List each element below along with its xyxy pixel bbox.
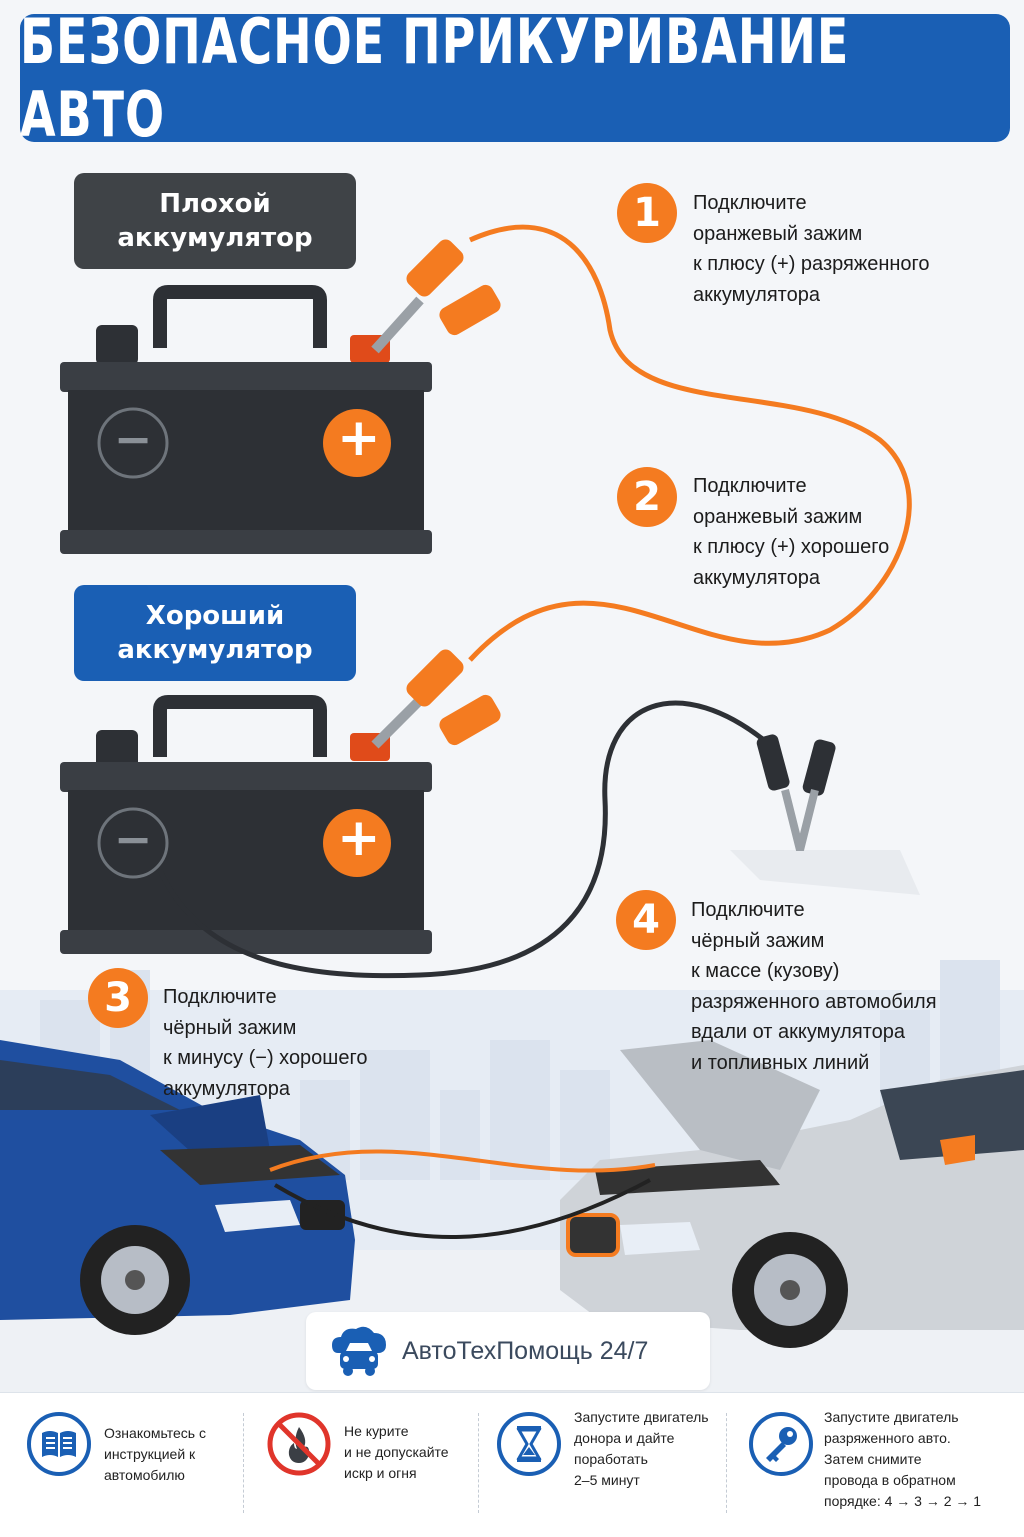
tip-no-fire-text: Не курите и не допускайте искр и огня (344, 1423, 449, 1481)
book-icon (27, 1412, 91, 1476)
brand-name: АвтоТехПомощь 24/7 (402, 1336, 649, 1365)
tip-book: Ознакомьтесь с инструкцией к автомобилю (26, 1407, 206, 1486)
good-battery-label: Хороший аккумулятор (74, 585, 356, 681)
bad-minus-sign: − (113, 412, 153, 466)
good-plus-sign: + (337, 808, 381, 868)
step-1-badge: 1 (617, 183, 677, 243)
brand-badge: АвтоТехПомощь 24/7 (306, 1312, 710, 1390)
silver-car (560, 1040, 1024, 1348)
step-2-badge: 2 (617, 467, 677, 527)
bad-battery (60, 285, 432, 554)
tip-divider (243, 1413, 244, 1513)
tip-hourglass-text: Запустите двигатель донора и дайте пораб… (574, 1409, 709, 1488)
key-icon (749, 1412, 813, 1476)
blue-car (0, 1040, 355, 1335)
orange-clamp-bad (371, 239, 501, 354)
tip-divider (726, 1413, 727, 1513)
tip-no-fire: Не курите и не допускайте искр и огня (266, 1407, 449, 1484)
orange-clamp-good (371, 649, 501, 749)
bad-battery-label: Плохой аккумулятор (74, 173, 356, 269)
step-3-text: Подключите чёрный зажим к минусу (−) хор… (163, 986, 368, 1100)
bad-battery-label-text: Плохой аккумулятор (117, 189, 313, 253)
step-2-text: Подключите оранжевый зажим к плюсу (+) х… (693, 475, 890, 589)
step-4-text: Подключите чёрный зажим к массе (кузову)… (691, 899, 937, 1074)
step-1-text: Подключите оранжевый зажим к плюсу (+) р… (693, 192, 930, 306)
step-3-badge: 3 (88, 968, 148, 1028)
no-fire-icon (267, 1412, 331, 1476)
good-battery-label-text: Хороший аккумулятор (117, 601, 313, 665)
bad-plus-sign: + (337, 408, 381, 468)
tip-hourglass: Запустите двигатель донора и дайте пораб… (496, 1407, 709, 1491)
footer-tips: Ознакомьтесь с инструкцией к автомобилю … (0, 1392, 1024, 1537)
tip-key: Запустите двигатель разряженного авто. З… (748, 1407, 981, 1512)
tip-key-text: Запустите двигатель разряженного авто. З… (824, 1409, 982, 1509)
hourglass-icon (497, 1412, 561, 1476)
step-4-badge: 4 (616, 890, 676, 950)
good-minus-sign: − (113, 812, 153, 866)
black-cable (157, 700, 772, 979)
car-cloud-icon (332, 1326, 386, 1376)
tip-book-text: Ознакомьтесь с инструкцией к автомобилю (104, 1425, 206, 1483)
tip-divider (478, 1413, 479, 1513)
orange-cable (468, 224, 912, 662)
black-clamp-ground (730, 734, 920, 895)
title-bar: БЕЗОПАСНОЕ ПРИКУРИВАНИЕ АВТО (20, 5, 1010, 151)
page-title: БЕЗОПАСНОЕ ПРИКУРИВАНИЕ АВТО (20, 5, 850, 151)
